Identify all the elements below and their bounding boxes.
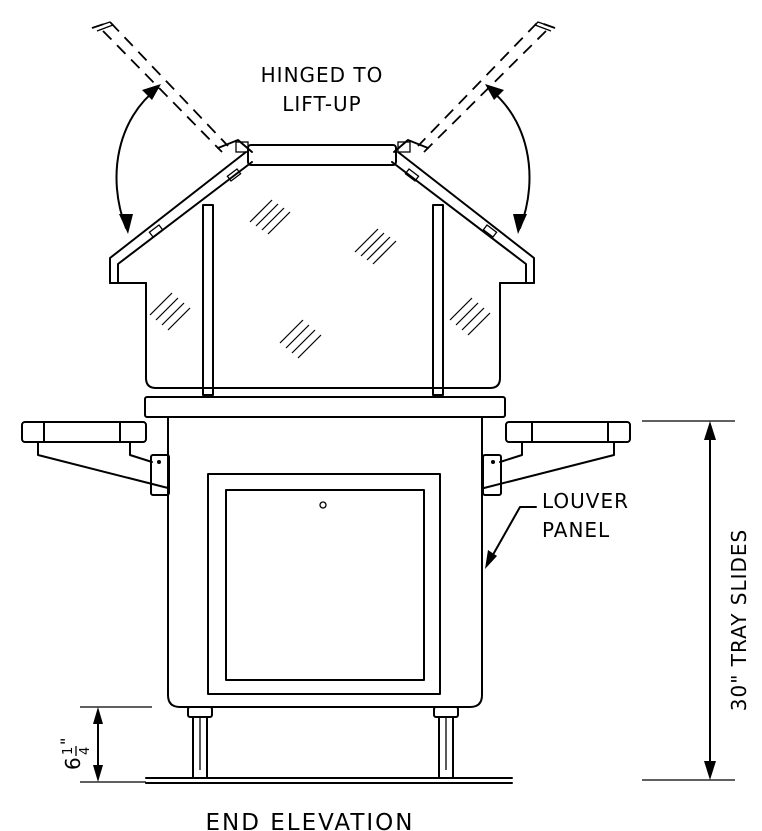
right-leg	[433, 706, 459, 779]
cabinet-body	[167, 416, 483, 708]
right-tray-slide	[482, 421, 631, 496]
hinged-label-line2: LIFT-UP	[282, 92, 362, 116]
leg-height-denominator: 4	[78, 747, 93, 755]
louver-panel	[207, 473, 441, 695]
louver-label-line2: PANEL	[542, 518, 610, 542]
left-tray-slide	[21, 421, 170, 496]
leg-height-label: 6 1 4 "	[57, 738, 93, 770]
left-leg	[187, 706, 213, 779]
leg-height-whole: 6	[61, 756, 85, 770]
counter-top	[144, 396, 506, 418]
right-lifted-panel	[417, 20, 556, 153]
leg-height-numerator: 1	[61, 747, 76, 755]
leg-height-inch-mark: "	[57, 738, 76, 745]
glass-hatch-marks	[149, 199, 491, 359]
left-rotation-arrow	[115, 84, 161, 234]
hinged-label-line1: HINGED TO	[261, 63, 384, 87]
leg-height-dimension	[80, 706, 152, 783]
height-dimension	[642, 420, 735, 781]
sneeze-guard	[109, 139, 535, 396]
louver-leader	[485, 506, 537, 569]
right-rotation-arrow	[485, 84, 531, 234]
height-dimension-label: 30" TRAY SLIDES	[727, 529, 751, 711]
floor-line	[145, 777, 513, 784]
left-lifted-panel	[91, 20, 229, 153]
louver-label-line1: LOUVER	[542, 489, 629, 513]
drawing-title: END ELEVATION	[206, 810, 415, 831]
